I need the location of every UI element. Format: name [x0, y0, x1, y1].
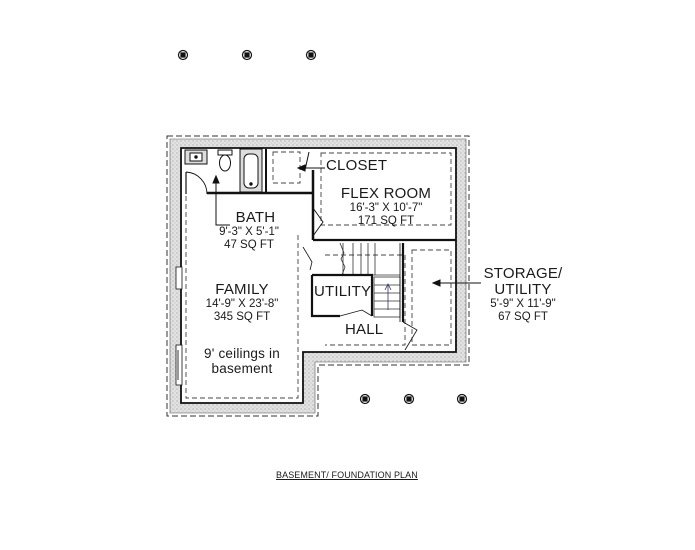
- room-label-bath: BATH 9'-3" X 5'-1" 47 SQ FT: [219, 209, 279, 251]
- room-label-storage: STORAGE/ UTILITY 5'-9" X 11'-9" 67 SQ FT: [483, 265, 563, 323]
- foundation-wall: [170, 139, 466, 413]
- room-label-hall: HALL: [345, 321, 384, 338]
- room-label-family: FAMILY 14'-9" X 23'-8" 345 SQ FT: [205, 281, 279, 323]
- footing-markers: [177, 49, 468, 405]
- bath-fixtures: [184, 148, 263, 193]
- ceiling-note: 9' ceilings in basement: [204, 346, 280, 376]
- room-label-flex: FLEX ROOM 16'-3" X 10'-7" 171 SQ FT: [340, 185, 432, 227]
- room-label-closet: CLOSET: [326, 157, 388, 174]
- interior-wall-line: [180, 147, 457, 404]
- room-label-utility: UTILITY: [314, 283, 372, 300]
- plan-title: BASEMENT/ FOUNDATION PLAN: [276, 470, 418, 480]
- footing-outline: [166, 135, 470, 417]
